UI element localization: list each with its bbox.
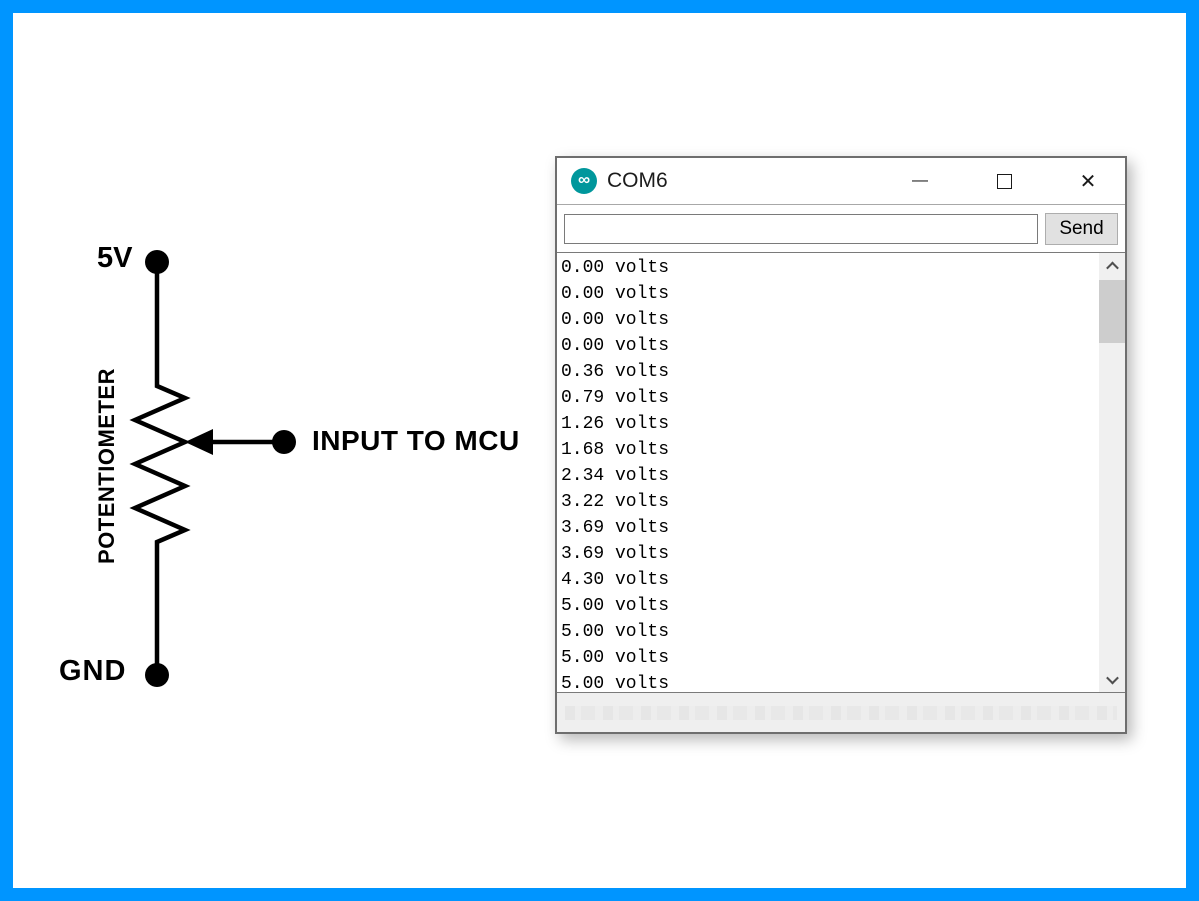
chevron-down-icon — [1105, 671, 1119, 684]
serial-output-line: 5.00 volts — [561, 596, 670, 616]
serial-output-line: 0.36 volts — [561, 362, 670, 382]
window-title: COM6 — [607, 169, 668, 192]
serial-input[interactable] — [564, 213, 1038, 244]
terminal-dot-gnd — [145, 663, 169, 687]
label-5v: 5V — [97, 242, 133, 274]
serial-output-line: 5.00 volts — [561, 648, 670, 668]
serial-output-line: 4.30 volts — [561, 570, 670, 590]
minimize-button[interactable]: — — [897, 163, 943, 199]
serial-output-line: 0.00 volts — [561, 310, 670, 330]
close-button[interactable]: ✕ — [1065, 163, 1111, 199]
serial-output-area[interactable]: 0.00 volts 0.00 volts 0.00 volts 0.00 volts… — [557, 252, 1125, 693]
resistor-zigzag-wire — [129, 262, 191, 675]
serial-output-line: 0.00 volts — [561, 284, 670, 304]
serial-output-line: 1.26 volts — [561, 414, 670, 434]
serial-output-line: 3.69 volts — [561, 544, 670, 564]
serial-output-line: 0.79 volts — [561, 388, 670, 408]
terminal-dot-mcu — [272, 430, 296, 454]
label-potentiometer: POTENTIOMETER — [94, 368, 119, 564]
window-controls: — ✕ — [897, 163, 1125, 199]
window-titlebar[interactable]: ∞ COM6 — ✕ — [557, 158, 1125, 205]
serial-output-line: 1.68 volts — [561, 440, 670, 460]
serial-output-line: 0.00 volts — [561, 258, 670, 278]
arduino-icon: ∞ — [571, 168, 597, 194]
serial-output-line: 3.22 volts — [561, 492, 670, 512]
send-button[interactable]: Send — [1045, 212, 1118, 245]
figure-canvas: 5V GND POTENTIOMETER INPUT TO MCU ∞ COM6… — [13, 13, 1186, 888]
serial-output-line: 2.34 volts — [561, 466, 670, 486]
serial-output-line: 5.00 volts — [561, 622, 670, 642]
window-statusbar — [557, 693, 1125, 732]
scrollbar-thumb[interactable] — [1099, 280, 1125, 343]
serial-output-line: 3.69 volts — [561, 518, 670, 538]
maximize-button[interactable] — [981, 163, 1027, 199]
label-input-to-mcu: INPUT TO MCU — [312, 425, 520, 456]
chevron-up-icon — [1105, 261, 1119, 274]
label-gnd: GND — [59, 655, 127, 687]
scroll-up-button[interactable] — [1099, 253, 1125, 279]
potentiometer-schematic: 5V GND POTENTIOMETER INPUT TO MCU — [13, 13, 568, 888]
serial-output-lines: 0.00 volts 0.00 volts 0.00 volts 0.00 volts… — [557, 253, 1098, 692]
serial-send-row: Send — [557, 205, 1125, 252]
serial-output-line: 5.00 volts — [561, 674, 670, 693]
maximize-icon — [996, 173, 1012, 189]
terminal-dot-5v — [145, 250, 169, 274]
serial-output-line: 0.00 volts — [561, 336, 670, 356]
scroll-down-button[interactable] — [1099, 666, 1125, 692]
schematic-wires — [129, 250, 296, 687]
wiper-arrowhead-icon — [185, 429, 213, 455]
output-scrollbar[interactable] — [1099, 253, 1125, 692]
